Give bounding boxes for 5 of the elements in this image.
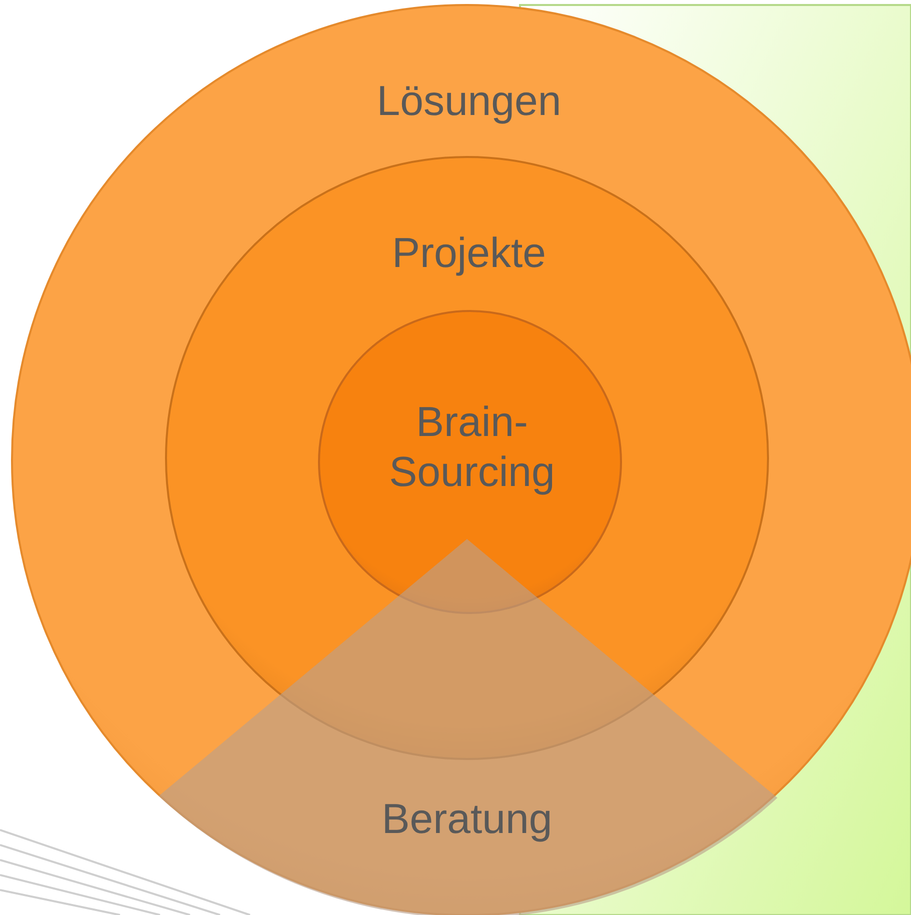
ring-label: Lösungen xyxy=(376,76,562,126)
outer-ring xyxy=(11,4,911,915)
ring-label: Projekte xyxy=(390,228,548,278)
ring-label: Brain- Sourcing xyxy=(388,397,556,498)
ring-label: Beratung xyxy=(380,794,554,844)
